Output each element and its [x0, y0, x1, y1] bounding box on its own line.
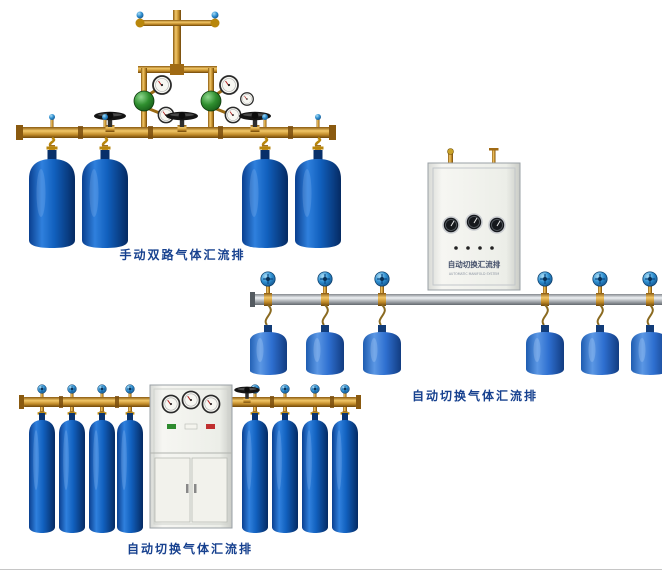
valve-knob-brass: [447, 148, 454, 155]
regulator-station-right: [200, 75, 254, 124]
gas-cylinder: [117, 413, 143, 533]
regulator-station-left: [133, 75, 175, 124]
valve-knob-blue: [97, 384, 107, 394]
cabinet-door-left: [154, 457, 191, 523]
gas-cylinder: [29, 413, 55, 533]
valve-knob-blue: [211, 11, 219, 19]
gas-cylinder: [82, 150, 128, 248]
gas-cylinder: [242, 413, 268, 533]
valve-knob-blue: [280, 384, 290, 394]
pressure-gauge: [465, 213, 483, 231]
auto-switch-floor-figure: [15, 378, 365, 538]
cylinder-stations: [29, 114, 341, 248]
station-caps: [49, 114, 321, 127]
bottom-divider: [0, 569, 662, 570]
gas-cylinder: [332, 413, 358, 533]
gas-cylinder: [631, 325, 662, 375]
gas-cylinder: [526, 325, 564, 375]
indicator-light: [454, 246, 458, 250]
valve-knob-blue: [642, 271, 658, 287]
cabinet-sublabel: AUTOMATIC MANIFOLD SYSTEM: [449, 272, 500, 276]
pressure-gauge: [201, 394, 221, 414]
gas-cylinder: [272, 413, 298, 533]
gas-cylinder: [59, 413, 85, 533]
auto-switch-floor-photo: [19, 384, 361, 533]
valve-knob-blue: [102, 114, 108, 120]
valve-knob-blue: [262, 114, 268, 120]
valve-knob-blue: [340, 384, 350, 394]
valve-knob-blue: [37, 384, 47, 394]
floor-cabinet: [149, 384, 233, 529]
hose: [378, 304, 386, 326]
hose: [541, 304, 549, 326]
pressure-gauge: [152, 75, 172, 95]
regulator-knob-green: [200, 90, 222, 112]
cabinet-label: 自动切换汇流排: [448, 259, 501, 269]
risers: [40, 407, 347, 412]
pressure-gauge: [442, 216, 460, 234]
door-handle: [194, 484, 197, 493]
regulator-knob-green: [133, 90, 155, 112]
station-knobs: [37, 384, 350, 398]
fitting: [210, 18, 220, 28]
cylinder-stations: [29, 407, 358, 533]
fitting: [135, 18, 145, 28]
pressure-gauge: [224, 106, 242, 124]
gas-cylinder: [89, 413, 115, 533]
door-handle: [186, 484, 189, 493]
auto-switch-wall-caption: 自动切换气体汇流排: [411, 389, 538, 403]
valve-knob-blue: [592, 271, 608, 287]
gas-cylinder: [306, 325, 344, 375]
valve-knob-blue: [374, 271, 390, 287]
valve-knob-blue: [317, 271, 333, 287]
hose: [321, 304, 329, 326]
hose: [596, 304, 604, 326]
station-knobs: [260, 271, 658, 295]
hose: [646, 304, 654, 326]
pressure-gauge: [488, 216, 506, 234]
gas-cylinder: [363, 325, 401, 375]
pressure-gauge: [161, 394, 181, 414]
valve-knob-blue: [315, 114, 321, 120]
indicator-light: [478, 246, 482, 250]
gas-cylinder: [250, 325, 287, 375]
label-plate: [184, 423, 198, 430]
manifold-pipe: [16, 125, 336, 140]
manual-dual-manifold-caption: 手动双路气体汇流排: [119, 248, 246, 262]
valve-knob-blue: [125, 384, 135, 394]
indicator-light: [490, 246, 494, 250]
manual-dual-manifold-photo: [16, 10, 341, 248]
wall-cabinet: 自动切换汇流排 AUTOMATIC MANIFOLD SYSTEM: [427, 162, 521, 291]
valve-knob-blue: [310, 384, 320, 394]
valve-knob-blue: [260, 271, 276, 287]
manual-dual-manifold-figure: [10, 8, 345, 248]
manifold-pipe: [250, 292, 662, 307]
gas-cylinder: [302, 413, 328, 533]
indicator-green: [167, 424, 176, 429]
hose: [264, 304, 272, 326]
cabinet-door-right: [191, 457, 228, 523]
auto-switch-wall-photo: 自动切换汇流排 AUTOMATIC MANIFOLD SYSTEM: [250, 148, 662, 375]
cabinet-top-fittings: [447, 148, 499, 164]
pressure-gauge: [219, 75, 239, 95]
gas-cylinder: [29, 150, 75, 248]
valve-knob-blue: [537, 271, 553, 287]
auto-switch-wall-figure: 自动切换汇流排 AUTOMATIC MANIFOLD SYSTEM: [250, 148, 662, 378]
pressure-gauge: [181, 390, 201, 410]
cylinder-stations: [250, 304, 662, 375]
valve-knob-blue: [49, 114, 55, 120]
indicator-light: [466, 246, 470, 250]
pressure-gauge: [240, 92, 254, 106]
valve-knob-blue: [67, 384, 77, 394]
indicator-red: [206, 424, 215, 429]
auto-switch-floor-caption: 自动切换气体汇流排: [126, 542, 253, 556]
valve-knob-blue: [136, 11, 144, 19]
gas-cylinder: [581, 325, 619, 375]
